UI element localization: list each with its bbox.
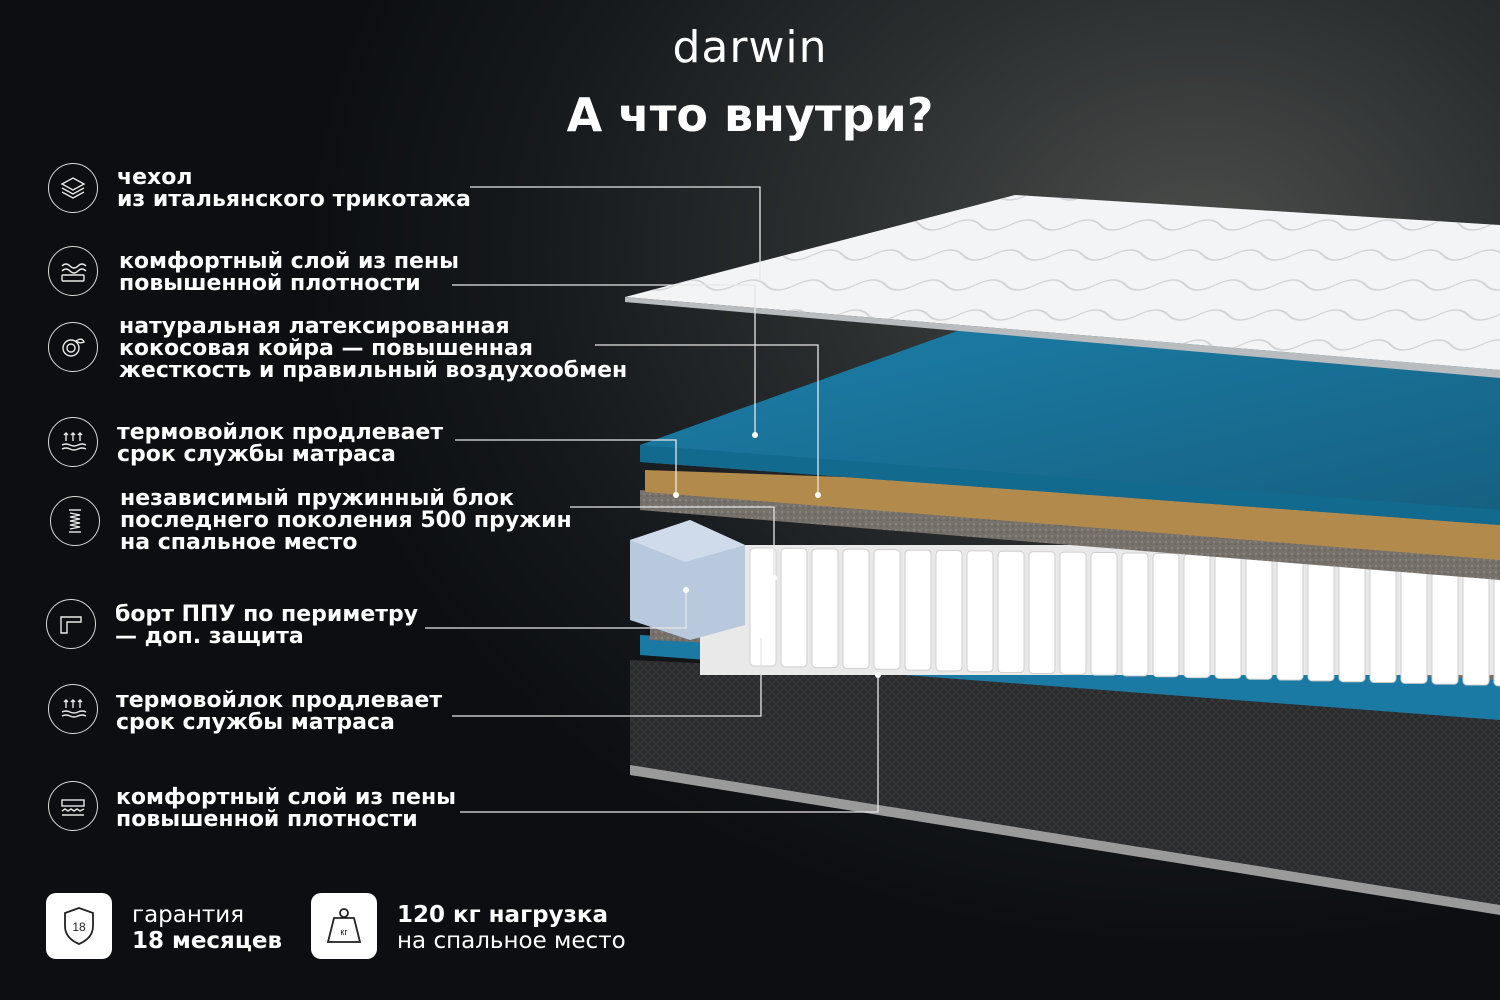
load-badge-text: 120 кг нагрузка на спальное место [397, 902, 626, 954]
spring-pocket [1059, 551, 1087, 675]
spring-pocket [780, 547, 808, 668]
coconut-fiber-icon [48, 322, 98, 372]
page-title: А что внутри? [566, 88, 934, 142]
spring-pocket [966, 550, 994, 673]
spring-pocket [904, 549, 932, 671]
feature-thermal-felt-text: термовойлок продлевает срок службы матра… [117, 420, 444, 467]
spring-pocket [749, 547, 777, 667]
spring-pocket [1493, 557, 1500, 687]
feature-coconut-text: натуральная латексированная кокосовая ко… [119, 314, 628, 383]
thermal-felt-icon [48, 684, 98, 734]
spring-pocket [842, 548, 870, 669]
warranty-label: гарантия [132, 902, 245, 928]
load-value: 120 кг нагрузка [397, 902, 609, 928]
spring-pocket [1214, 553, 1242, 679]
spring-pocket [1090, 552, 1118, 676]
svg-text:кг: кг [340, 927, 348, 937]
svg-text:18: 18 [72, 920, 86, 934]
feature-cover-text: чехол из итальянского трикотажа [117, 165, 471, 212]
load-label: на спальное место [397, 928, 626, 954]
feature-comfort-foam-text: комфортный слой из пены повышенной плотн… [119, 249, 460, 296]
warranty-badge-text: гарантия 18 месяцев [132, 902, 282, 954]
fabric-layers-icon [48, 163, 98, 213]
brand-logo: darwin [672, 22, 828, 73]
spring-pocket [873, 549, 901, 670]
spring-pocket [1121, 552, 1149, 677]
spring-pocket [1028, 551, 1056, 674]
spring-pocket [1369, 555, 1397, 684]
spring-pocket [811, 548, 839, 669]
spring-pocket [1183, 553, 1211, 679]
spring-pocket [1276, 554, 1304, 681]
foam-waves-icon [48, 246, 98, 296]
foam-base-icon [48, 781, 98, 831]
warranty-value: 18 месяцев [132, 928, 283, 954]
weight-icon: кг [311, 893, 377, 959]
spring-pocket [1400, 556, 1428, 684]
feature-spring-block-text: независимый пружинный блок последнего по… [120, 486, 572, 555]
spring-pocket [1338, 555, 1366, 683]
spring-pocket [1245, 554, 1273, 680]
feature-thermal-felt-bottom-text: термовойлок продлевает срок службы матра… [116, 688, 443, 735]
foam-border-icon [46, 599, 96, 649]
spring-pocket [997, 550, 1025, 674]
spring-pocket [1152, 552, 1180, 678]
spring-pocket [1307, 554, 1335, 682]
thermal-felt-icon [48, 417, 98, 467]
warranty-shield-icon: 18 [46, 893, 112, 959]
feature-foam-border-text: борт ППУ по периметру — доп. защита [115, 602, 419, 649]
spring-pocket [935, 549, 963, 672]
spring-icon [50, 496, 100, 546]
feature-base-foam-text: комфортный слой из пены повышенной плотн… [116, 785, 457, 832]
